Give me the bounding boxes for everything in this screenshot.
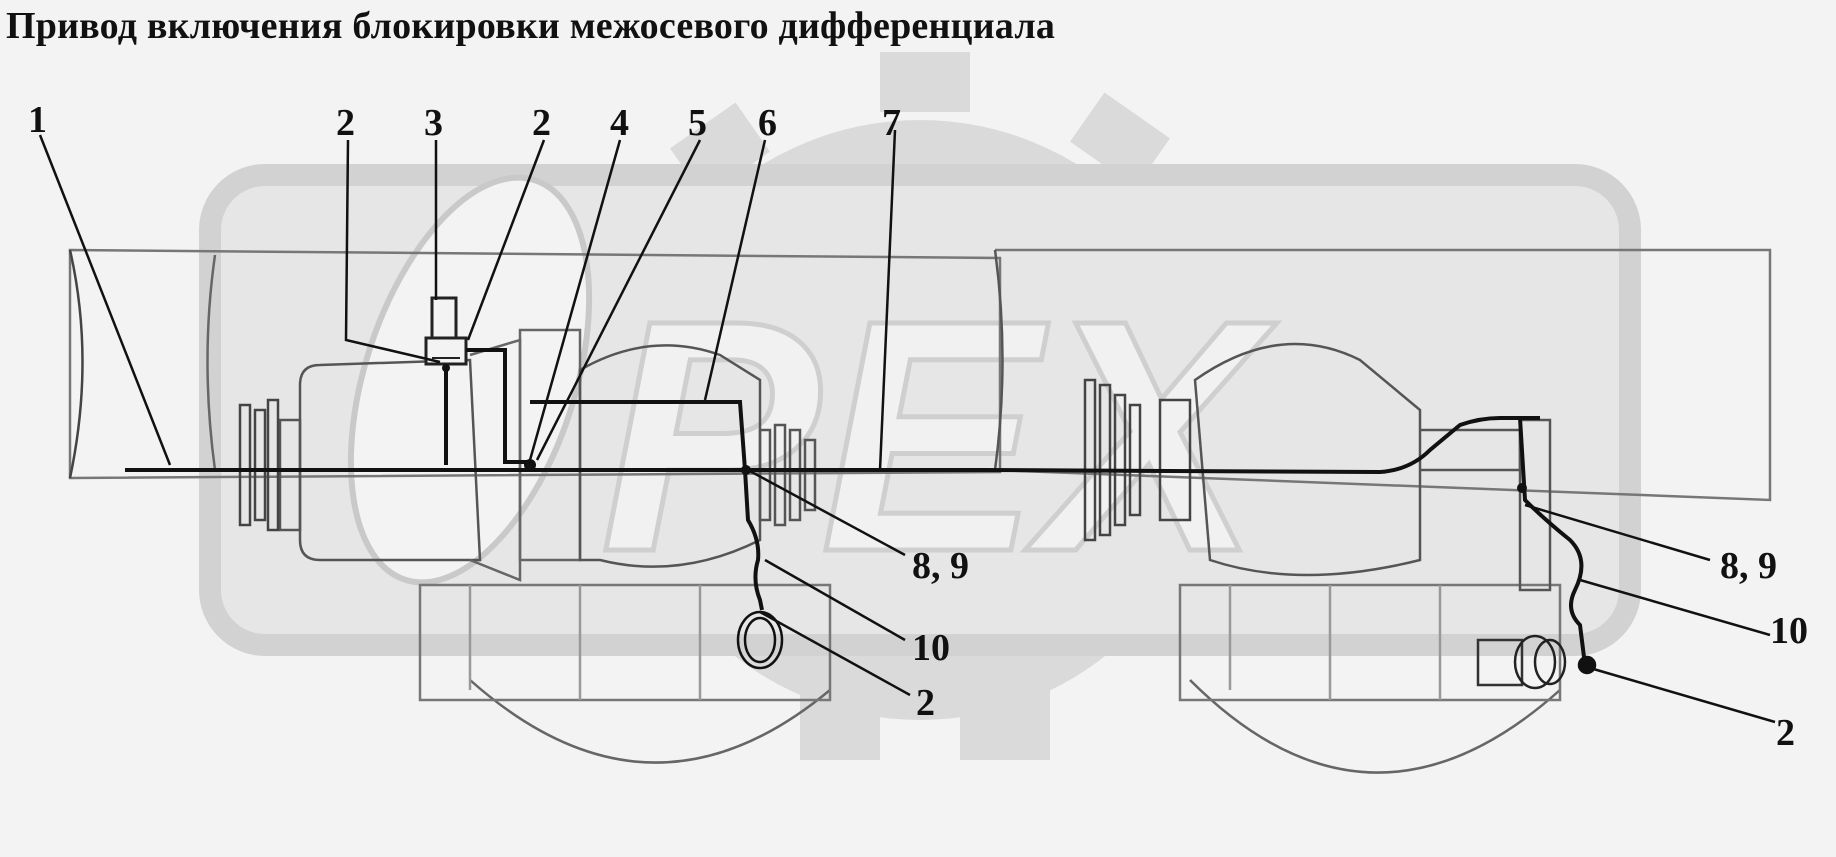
leader-lines — [38, 129, 1776, 724]
pipe-fittings — [442, 364, 1527, 493]
callout-10-rear: 10 — [1770, 610, 1808, 652]
callout-4: 4 — [610, 102, 629, 144]
callout-2-center: 2 — [532, 102, 551, 144]
callout-labels: 1 2 3 2 4 5 6 7 8, 9 10 2 8, 9 10 2 — [28, 99, 1808, 754]
callout-1: 1 — [28, 99, 47, 141]
air-pipelines — [125, 348, 1587, 666]
front-drive-axle — [238, 328, 832, 764]
rear-drive-axle — [1083, 342, 1562, 774]
page-title: Привод включения блокировки межосевого д… — [6, 5, 1056, 47]
watermark-text: PEX — [600, 251, 1277, 620]
callout-8-9-rear: 8, 9 — [1720, 545, 1777, 587]
callout-3: 3 — [424, 102, 443, 144]
callout-2-front-chamber: 2 — [916, 682, 935, 724]
callout-2-rear-chamber: 2 — [1776, 712, 1795, 754]
callout-7: 7 — [882, 102, 901, 144]
callout-6: 6 — [758, 102, 777, 144]
callout-2-left: 2 — [336, 102, 355, 144]
callout-10-front: 10 — [912, 627, 950, 669]
callout-5: 5 — [688, 102, 707, 144]
callout-8-9-front: 8, 9 — [912, 545, 969, 587]
brake-chambers — [736, 610, 1597, 690]
